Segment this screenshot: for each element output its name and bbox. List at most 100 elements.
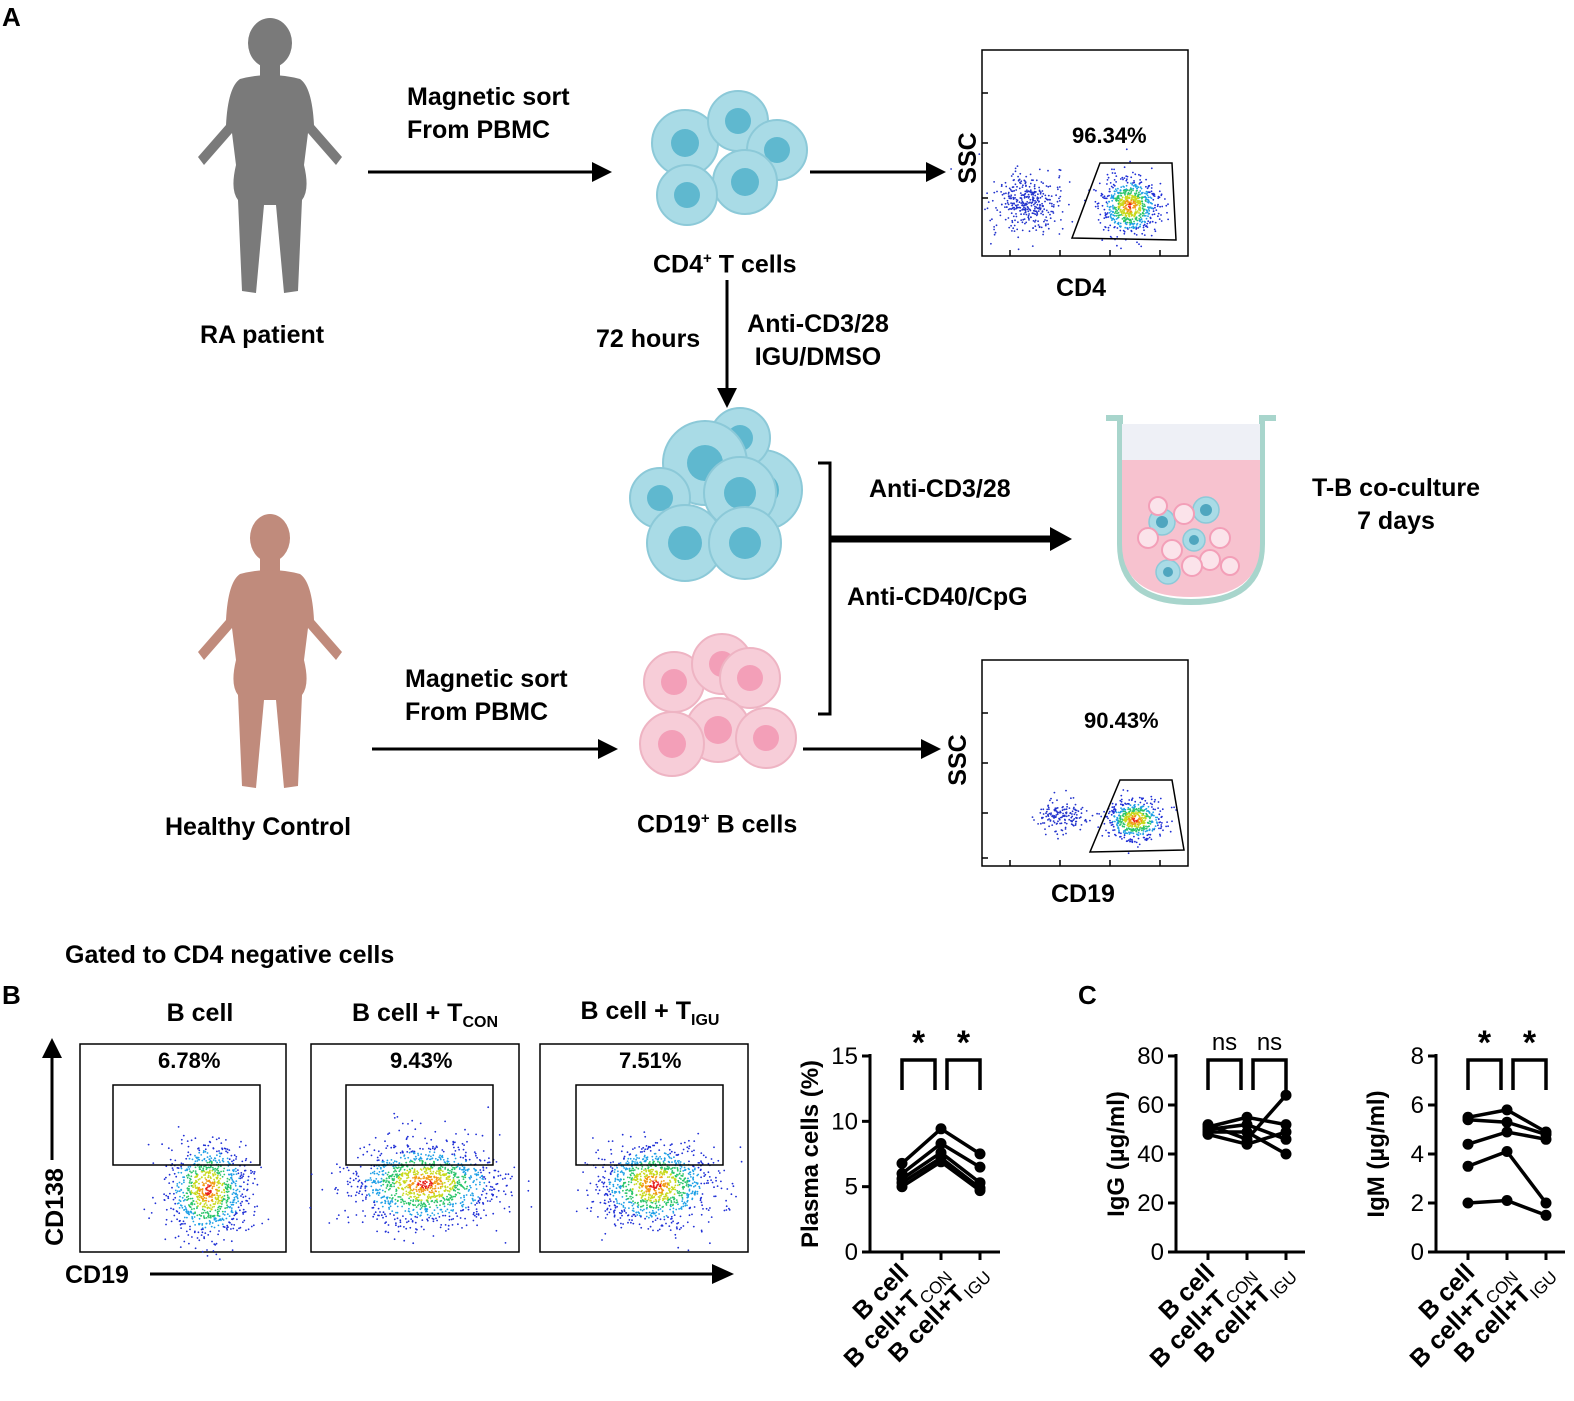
flow-cd19-gate: [1088, 779, 1185, 853]
stim-label-1: Anti-CD3/28: [747, 310, 889, 338]
healthy-control-label: Healthy Control: [165, 813, 352, 841]
significance-bracket: [1251, 1058, 1288, 1090]
panel-a-letter: A: [2, 2, 21, 32]
data-point: [1280, 1148, 1292, 1160]
plasma-flow-title-3: B cell + TIGU: [580, 997, 720, 1029]
data-point: [1462, 1160, 1474, 1172]
data-point: [974, 1185, 986, 1197]
plasma-flow-title-1: B cell: [166, 999, 234, 1027]
sort-label-bottom-1: Magnetic sort: [405, 665, 568, 693]
cd19-axis-label: CD19: [65, 1261, 129, 1289]
panel-c-letter: C: [1078, 980, 1097, 1010]
coculture-stim-b: Anti-CD40/CpG: [847, 583, 1028, 611]
significance-label: *: [1478, 1024, 1492, 1062]
y-tick-label: 80: [1137, 1043, 1164, 1070]
coculture-label-1: T-B co-culture: [1311, 474, 1481, 502]
cd19-b-cells-label: CD19+ B cells: [637, 810, 798, 839]
significance-bracket: [1466, 1058, 1503, 1090]
plasma-flow-plots: 6.78% 9.43% 7.51%: [42, 1038, 749, 1284]
sort-label-top-1: Magnetic sort: [407, 83, 570, 111]
activated-t-cells-cluster: [629, 407, 803, 582]
data-point: [1501, 1195, 1513, 1206]
plasma-flow-plot-2: 9.43%: [309, 1043, 549, 1253]
significance-label: ns: [1257, 1029, 1282, 1056]
data-point: [1540, 1133, 1552, 1145]
flow-cd4-dots: [950, 148, 1169, 251]
data-point: [1462, 1114, 1474, 1126]
y-tick-label: 0: [1151, 1239, 1164, 1266]
y-axis-label: IgM (µg/ml): [1363, 1090, 1390, 1217]
stim-label-2: IGU/DMSO: [754, 343, 882, 371]
cd4-t-cells-cluster: [651, 90, 808, 226]
data-point: [1501, 1116, 1513, 1128]
data-point: [1241, 1126, 1253, 1138]
ra-patient-figure: [198, 18, 342, 293]
data-point: [1540, 1209, 1552, 1221]
data-point: [1501, 1104, 1513, 1116]
data-point: [1540, 1197, 1552, 1209]
plasma-flow-plot-1: 6.78%: [79, 1043, 287, 1260]
y-tick-label: 8: [1411, 1043, 1424, 1070]
sort-label-top-2: From PBMC: [407, 116, 551, 144]
plasma-gate-3: [575, 1084, 724, 1166]
coculture-stim-t: Anti-CD3/28: [869, 475, 1011, 503]
data-point: [935, 1123, 947, 1135]
flow-plot-cd19: 90.43%: [981, 659, 1189, 867]
flow-cd19-xlabel: CD19: [1051, 880, 1115, 908]
healthy-control-figure: [198, 514, 342, 788]
plasma-flow-plot-3: 7.51%: [539, 1043, 749, 1253]
y-tick-label: 5: [845, 1174, 858, 1201]
y-tick-label: 0: [845, 1239, 858, 1266]
y-tick-label: 60: [1137, 1092, 1164, 1119]
data-point: [1501, 1126, 1513, 1138]
plasma-percent-3: 7.51%: [619, 1048, 681, 1073]
significance-label: *: [1523, 1024, 1537, 1062]
flow-cd4-percent: 96.34%: [1072, 123, 1147, 148]
data-point: [1280, 1126, 1292, 1138]
flow-cd4-xlabel: CD4: [1056, 274, 1107, 302]
data-point: [974, 1148, 986, 1160]
flow-cd19-dots: [1031, 789, 1177, 855]
significance-bracket: [900, 1058, 937, 1090]
significance-bracket: [1206, 1058, 1243, 1090]
sort-label-bottom-2: From PBMC: [405, 698, 549, 726]
y-axis-label: IgG (µg/ml): [1103, 1091, 1130, 1217]
data-point: [1241, 1138, 1253, 1150]
gate-note: Gated to CD4 negative cells: [65, 941, 395, 969]
y-tick-label: 0: [1411, 1239, 1424, 1266]
data-point: [974, 1161, 986, 1173]
cd19-b-cells-cluster: [639, 633, 797, 777]
panel-b-letter: B: [2, 980, 21, 1010]
y-tick-label: 20: [1137, 1190, 1164, 1217]
y-axis-label: Plasma cells (%): [797, 1060, 824, 1248]
coculture-label-2: 7 days: [1357, 507, 1435, 535]
plasma-flow-title-2: B cell + TCON: [351, 999, 499, 1031]
data-point: [896, 1157, 908, 1169]
coculture-bracket: [818, 461, 832, 716]
data-point: [1280, 1089, 1292, 1101]
significance-bracket: [945, 1058, 982, 1090]
ra-patient-label: RA patient: [200, 321, 325, 349]
plasma-gate-2: [345, 1084, 494, 1166]
data-point: [935, 1138, 947, 1149]
time-label: 72 hours: [596, 325, 701, 353]
plasma-percent-2: 9.43%: [390, 1048, 452, 1073]
y-tick-label: 4: [1411, 1141, 1424, 1168]
data-point: [1462, 1138, 1474, 1150]
y-tick-label: 6: [1411, 1092, 1424, 1119]
y-tick-label: 15: [831, 1043, 858, 1070]
data-point: [935, 1156, 947, 1168]
data-point: [1501, 1146, 1513, 1157]
y-tick-label: 10: [831, 1108, 858, 1135]
plasma-percent-1: 6.78%: [158, 1048, 220, 1073]
y-tick-label: 40: [1137, 1141, 1164, 1168]
cd4-t-cells-label: CD4+ T cells: [653, 250, 797, 279]
data-point: [1462, 1197, 1474, 1209]
significance-label: *: [912, 1024, 926, 1062]
data-point: [1202, 1128, 1214, 1140]
flow-cd19-percent: 90.43%: [1084, 708, 1159, 733]
significance-bracket: [1511, 1058, 1548, 1090]
